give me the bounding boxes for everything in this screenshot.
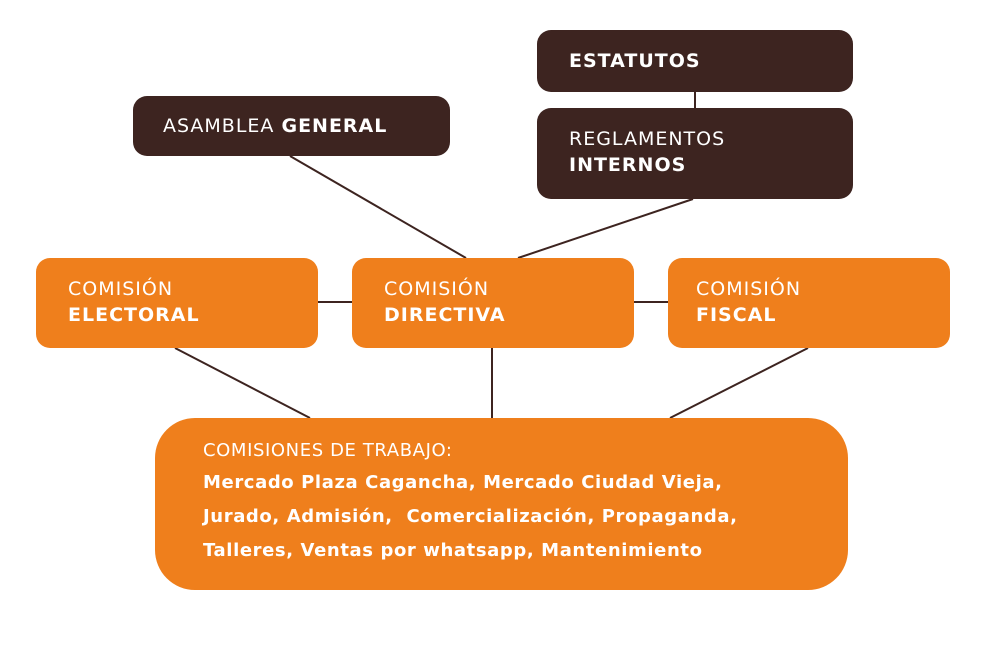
node-comisiones-de-trabajo: COMISIONES DE TRABAJO: Mercado Plaza Cag… bbox=[155, 418, 848, 590]
node-label-line2: ELECTORAL bbox=[68, 304, 200, 326]
node-label-line1: REGLAMENTOS bbox=[569, 128, 726, 150]
node-label: ESTATUTOS bbox=[569, 50, 701, 72]
node-label-part1: ASAMBLEA bbox=[163, 115, 282, 137]
node-label-line1: COMISIÓN bbox=[384, 278, 490, 300]
node-label-line1: COMISIÓN bbox=[68, 278, 174, 300]
node-label-line2: INTERNOS bbox=[569, 154, 687, 176]
node-comision-fiscal: COMISIÓN FISCAL bbox=[668, 258, 950, 348]
node-comision-directiva: COMISIÓN DIRECTIVA bbox=[352, 258, 634, 348]
node-line: Mercado Plaza Cagancha, Mercado Ciudad V… bbox=[203, 472, 723, 493]
node-label-line1: COMISIÓN bbox=[696, 278, 802, 300]
node-line: Jurado, Admisión, Comercialización, Prop… bbox=[203, 506, 738, 527]
connector-electoral-trabajo bbox=[174, 347, 311, 419]
connector-fiscal-trabajo bbox=[669, 347, 809, 419]
node-asamblea-general: ASAMBLEA GENERAL bbox=[133, 96, 450, 156]
connector-reglamentos-directiva bbox=[517, 198, 694, 259]
node-reglamentos-internos: REGLAMENTOS INTERNOS bbox=[537, 108, 853, 199]
node-label-line2: DIRECTIVA bbox=[384, 304, 506, 326]
node-estatutos: ESTATUTOS bbox=[537, 30, 853, 92]
node-title: COMISIONES DE TRABAJO: bbox=[203, 440, 453, 461]
node-comision-electoral: COMISIÓN ELECTORAL bbox=[36, 258, 318, 348]
node-line: Talleres, Ventas por whatsapp, Mantenimi… bbox=[203, 540, 703, 561]
node-label-part2: GENERAL bbox=[281, 115, 388, 137]
connector-asamblea-directiva bbox=[289, 155, 467, 259]
node-label-line2: FISCAL bbox=[696, 304, 777, 326]
